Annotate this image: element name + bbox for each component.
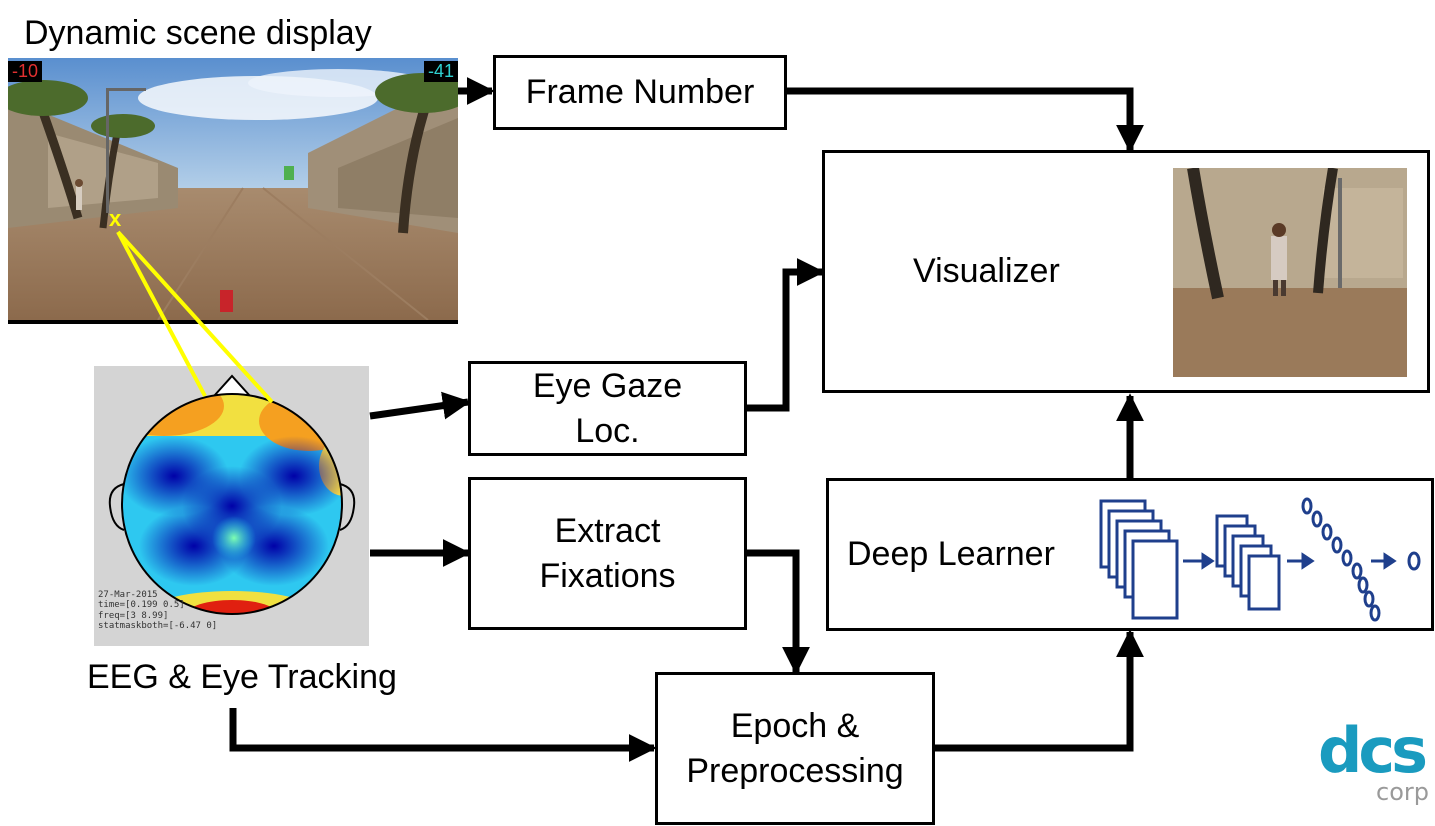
arrow-eyegaze-to-visualizer (746, 258, 825, 412)
info-line: time=[0.199 0.5] (98, 600, 185, 611)
visualizer-preview-image (1173, 168, 1407, 377)
neural-network-icon (1099, 497, 1421, 622)
eye-gaze-box: Eye Gaze Loc. (468, 361, 747, 456)
arrow-extract-to-epoch (746, 549, 810, 675)
eye-gaze-label-line2: Loc. (575, 411, 640, 450)
gaze-marker: x (109, 206, 122, 231)
hud-right-value: -41 (423, 61, 458, 82)
visualizer-box: Visualizer (822, 150, 1430, 393)
eeg-topoplot: 27-Mar-2015 time=[0.199 0.5] freq=[3 8.9… (94, 366, 369, 646)
eye-gaze-label-line1: Eye Gaze (532, 366, 683, 405)
arrow-eeg-to-epoch (229, 708, 657, 762)
extract-label-line2: Fixations (539, 556, 676, 595)
arrow-eeg-to-eyegaze (369, 391, 471, 420)
scene-illustration (8, 58, 458, 320)
scene-title: Dynamic scene display (24, 14, 372, 52)
deep-learner-box: Deep Learner (826, 478, 1434, 631)
preview-illustration (1173, 168, 1407, 377)
extract-label-line1: Extract (554, 511, 661, 550)
info-line: freq=[3 8.99] (98, 610, 169, 621)
epoch-label-line2: Preprocessing (686, 751, 904, 790)
visualizer-label: Visualizer (913, 252, 1060, 290)
frame-number-label: Frame Number (525, 73, 755, 112)
dcs-corp-logo: dcs corp (1318, 708, 1429, 818)
epoch-label-line1: Epoch & (730, 706, 860, 745)
frame-number-box: Frame Number (493, 55, 787, 130)
arrow-frame-to-visualizer (786, 87, 1144, 153)
extract-fixations-box: Extract Fixations (468, 477, 747, 630)
eeg-label: EEG & Eye Tracking (87, 658, 397, 696)
arrow-epoch-to-learner (934, 629, 1144, 752)
scene-image: -10 -41 x (8, 58, 458, 324)
gaze-projection-lines (116, 230, 274, 404)
deep-learner-label: Deep Learner (847, 535, 1055, 573)
topoplot-info: 27-Mar-2015 time=[0.199 0.5] freq=[3 8.9… (98, 590, 217, 631)
hud-left-value: -10 (8, 61, 43, 82)
head-map (108, 374, 356, 615)
info-line: statmaskboth=[-6.47 0] (98, 621, 218, 632)
epoch-preprocessing-box: Epoch & Preprocessing (655, 672, 935, 825)
logo-main-text: dcs (1318, 714, 1428, 787)
logo-sub-text: corp (1376, 778, 1429, 806)
info-line: 27-Mar-2015 (98, 590, 158, 600)
